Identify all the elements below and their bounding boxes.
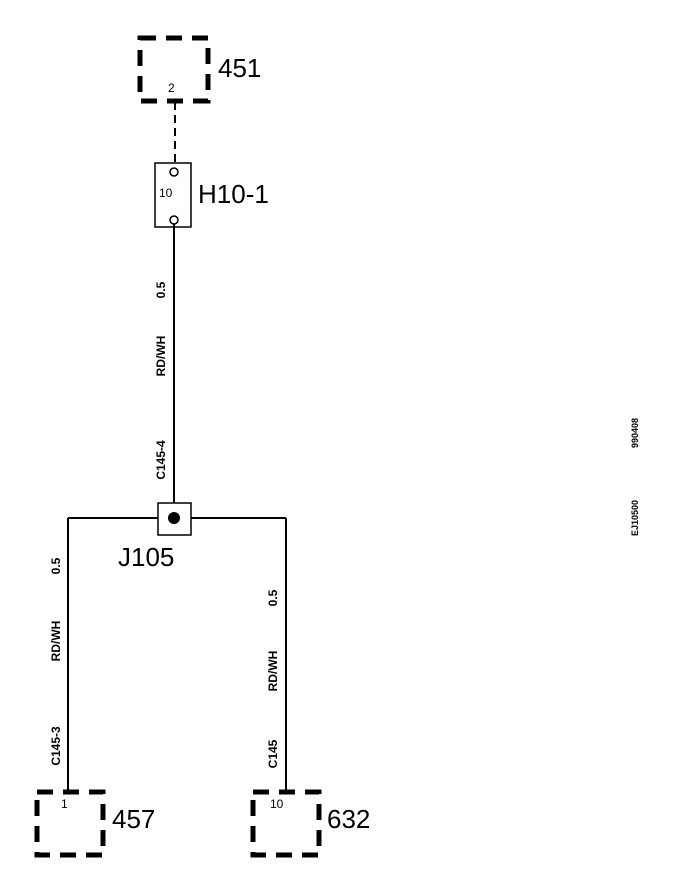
wire-main-color: RD/WH — [154, 336, 168, 377]
connector-h10-1-top-terminal — [169, 167, 179, 177]
wire-main-size: 0.5 — [154, 281, 168, 298]
wire-left-connector: C145-3 — [49, 726, 63, 766]
component-632-label: 632 — [327, 804, 370, 834]
splice-j105-node — [168, 512, 180, 524]
component-457-label: 457 — [112, 804, 155, 834]
wire-right-connector: C145 — [266, 739, 280, 768]
wire-main-connector: C145-4 — [154, 440, 168, 480]
component-632: 10 632 — [250, 789, 370, 858]
connector-h10-1-pin: 10 — [159, 186, 173, 200]
component-451-box — [137, 35, 211, 104]
component-632-box — [250, 789, 322, 858]
component-451-label: 451 — [218, 53, 261, 83]
figure-id: EJ10500 — [630, 500, 640, 536]
wire-right-color: RD/WH — [266, 651, 280, 692]
connector-h10-1-label: H10-1 — [198, 179, 269, 209]
component-451: 2 451 — [137, 35, 261, 104]
connector-h10-1: 10 H10-1 — [154, 162, 269, 228]
component-451-pin: 2 — [168, 81, 175, 95]
component-457: 1 457 — [34, 789, 155, 858]
wire-right-size: 0.5 — [266, 589, 280, 606]
connector-h10-1-bottom-terminal — [169, 215, 179, 225]
component-457-box — [34, 789, 106, 858]
component-457-pin: 1 — [61, 797, 68, 811]
wire-left-color: RD/WH — [49, 621, 63, 662]
component-632-pin: 10 — [270, 797, 284, 811]
wire-left-size: 0.5 — [49, 557, 63, 574]
splice-j105: J105 — [118, 502, 192, 572]
date-code: 990408 — [630, 418, 640, 448]
splice-j105-label: J105 — [118, 542, 174, 572]
